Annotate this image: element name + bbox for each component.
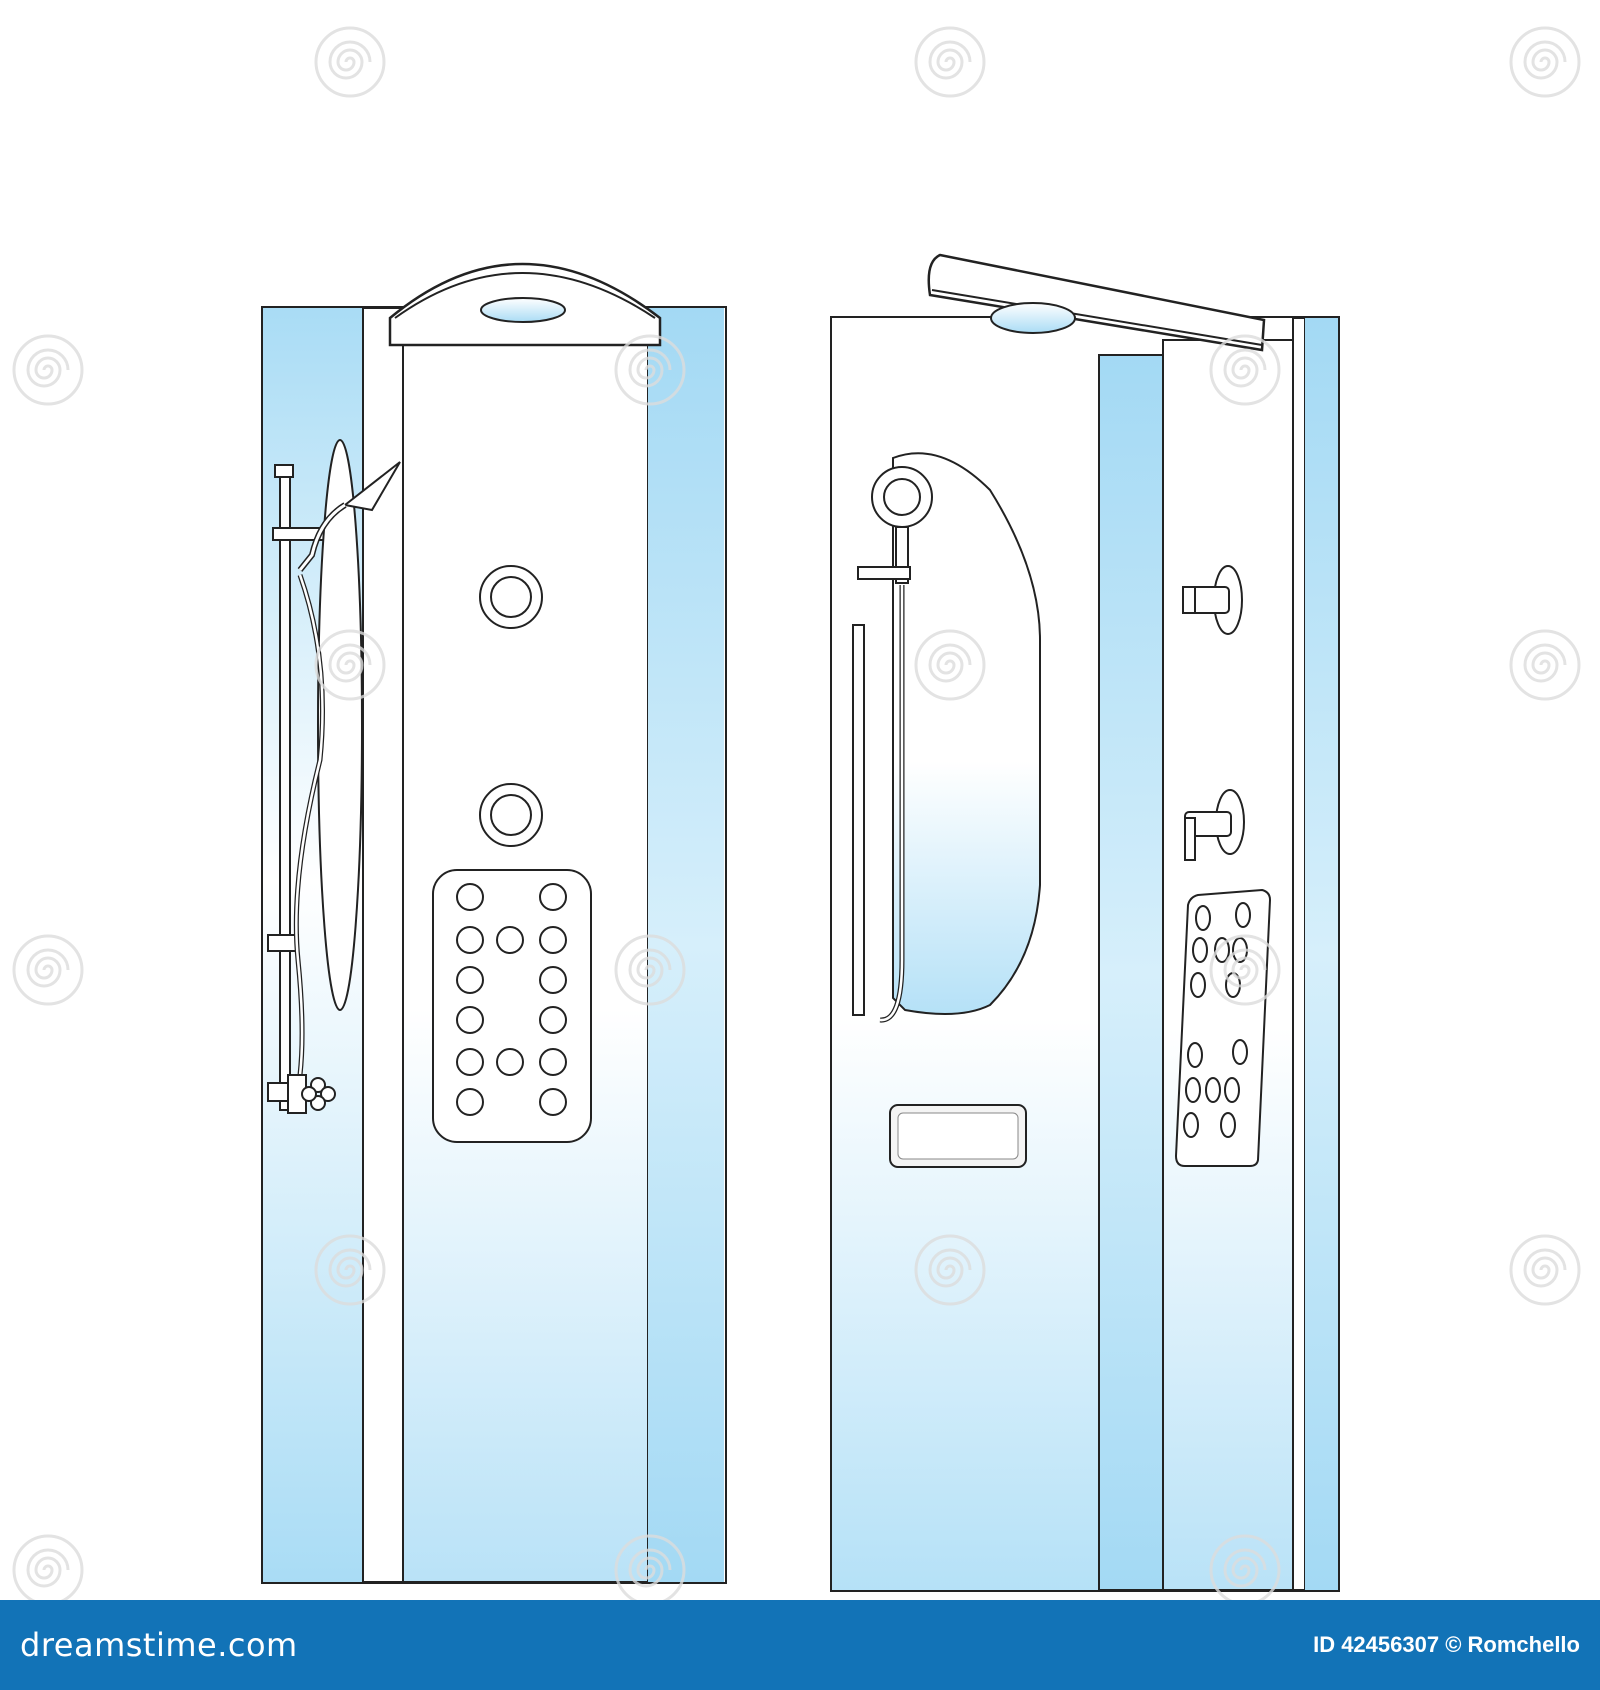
control-display-icon [889, 1104, 1027, 1168]
valve-handle-icon [1182, 565, 1243, 635]
watermark-layer [12, 26, 1581, 1600]
shower-panels-illustration [12, 26, 1581, 1600]
overhead-light-icon [388, 262, 662, 347]
massage-jet-panel-icon [432, 869, 592, 1143]
side-view-shower-panel [830, 253, 1340, 1592]
hand-shower-icon [267, 439, 401, 1111]
front-view-shower-panel [261, 262, 727, 1584]
mixer-tap-icon [267, 1074, 336, 1114]
image-id-text: ID 42456307 [1313, 1632, 1440, 1657]
hand-shower-icon [852, 466, 933, 1023]
round-jet-icon [479, 565, 543, 629]
image-credit: ID 42456307 © Romchello [1313, 1632, 1580, 1658]
author-text: © Romchello [1445, 1632, 1580, 1657]
valve-handle-icon [1184, 789, 1245, 861]
massage-jet-panel-icon [1174, 888, 1272, 1167]
dreamstime-brand-text[interactable]: dreamstime.com [20, 1626, 298, 1664]
overhead-light-icon [927, 253, 1266, 352]
round-jet-icon [479, 783, 543, 847]
footer-bar: dreamstime.com ID 42456307 © Romchello [0, 1600, 1600, 1690]
